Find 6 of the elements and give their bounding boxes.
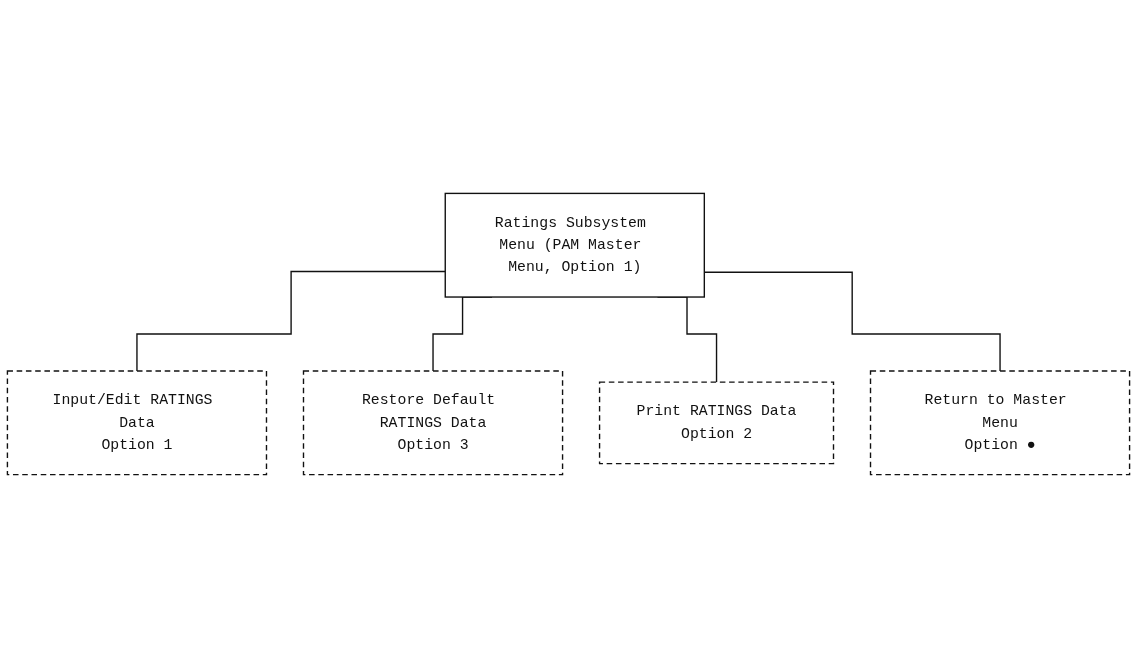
node-box: Input/Edit RATINGS Data Option 1 — [6, 370, 268, 476]
node-box: Print RATINGS Data Option 2 — [598, 381, 835, 465]
connector — [136, 271, 446, 373]
node-box: Restore Default RATINGS Data Option 3 — [302, 370, 564, 476]
node-box: Return to Master Menu Option ● — [869, 370, 1131, 476]
node-box: Ratings Subsystem Menu (PAM Master Menu, Option 1) — [444, 193, 705, 299]
